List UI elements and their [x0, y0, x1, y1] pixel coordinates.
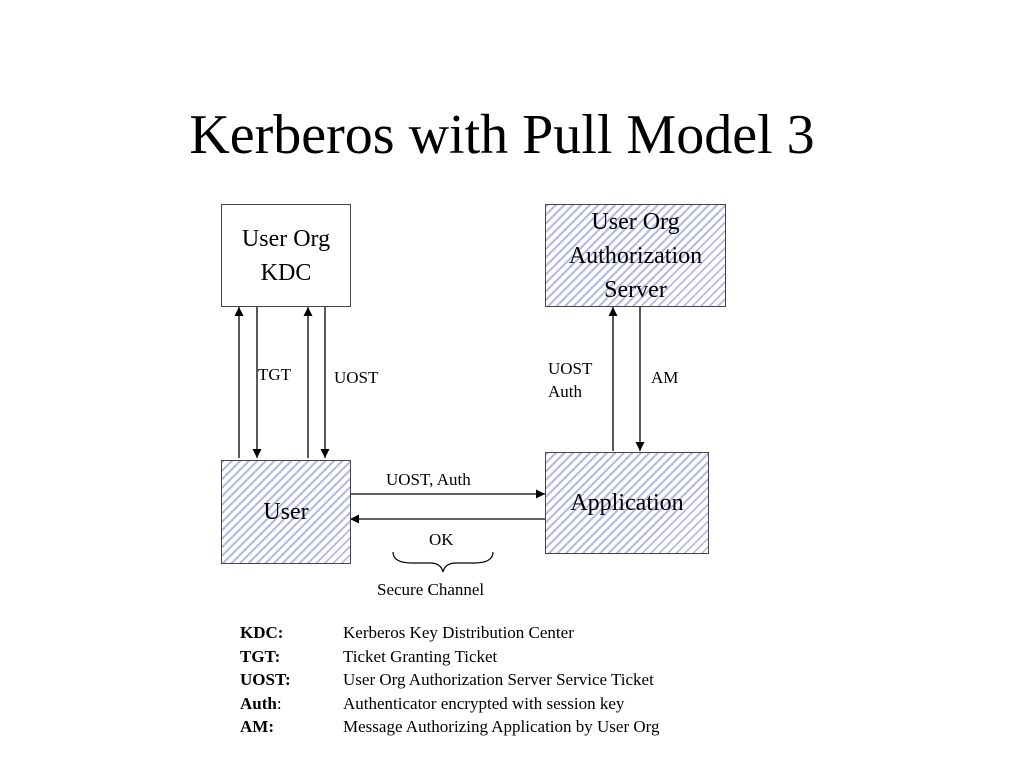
secure-channel-brace — [392, 551, 494, 573]
legend-row: Auth:Authenticator encrypted with sessio… — [240, 692, 660, 716]
node-user-label: User — [263, 499, 309, 525]
legend-definition: Message Authorizing Application by User … — [343, 717, 660, 737]
node-user-org-authorization-server: User Org Authorization Server — [545, 204, 726, 307]
legend-row: UOST:User Org Authorization Server Servi… — [240, 668, 660, 692]
legend-term-separator: : — [274, 646, 281, 666]
legend-row: KDC:Kerberos Key Distribution Center — [240, 621, 660, 645]
legend-row: AM:Message Authorizing Application by Us… — [240, 715, 660, 739]
legend-term-separator: : — [276, 693, 282, 713]
legend-definition: Authenticator encrypted with session key — [343, 693, 625, 713]
legend-term: Auth: — [240, 692, 343, 716]
node-application: Application — [545, 452, 709, 554]
legend-term-text: KDC — [240, 623, 278, 642]
legend-term-text: Auth — [240, 693, 277, 713]
legend-term-separator: : — [268, 717, 274, 737]
legend-term-text: UOST — [240, 670, 286, 690]
node-user-org-kdc-label: User Org KDC — [241, 225, 331, 286]
legend-term-separator: : — [277, 623, 284, 642]
label-am: AM — [651, 368, 679, 387]
node-user-org-authorization-server-label: User Org Authorization Server — [568, 208, 703, 303]
label-tgt: TGT — [258, 365, 292, 384]
legend-term: TGT: — [240, 645, 343, 669]
legend-definition: Kerberos Key Distribution Center — [343, 623, 574, 642]
label-secure-channel: Secure Channel — [377, 580, 485, 599]
legend-term-text: AM — [240, 717, 269, 737]
legend-definition: User Org Authorization Server Service Ti… — [343, 670, 654, 690]
legend-row: TGT:Ticket Granting Ticket — [240, 645, 660, 669]
legend-term: UOST: — [240, 668, 343, 692]
legend-term: KDC: — [240, 621, 343, 645]
label-ok: OK — [429, 530, 454, 549]
node-user: User — [221, 460, 351, 564]
slide-title: Kerberos with Pull Model 3 — [189, 104, 815, 166]
legend-term: AM: — [240, 715, 343, 739]
node-user-org-kdc: User Org KDC — [221, 204, 351, 307]
legend-definition: Ticket Granting Ticket — [343, 646, 498, 666]
label-uost: UOST — [334, 368, 379, 387]
label-uost-auth-horizontal: UOST, Auth — [386, 470, 471, 489]
legend-term-separator: : — [285, 670, 291, 690]
legend-term-text: TGT — [240, 646, 275, 666]
node-application-label: Application — [570, 490, 684, 516]
label-uost-auth-vertical: UOST Auth — [548, 359, 593, 401]
